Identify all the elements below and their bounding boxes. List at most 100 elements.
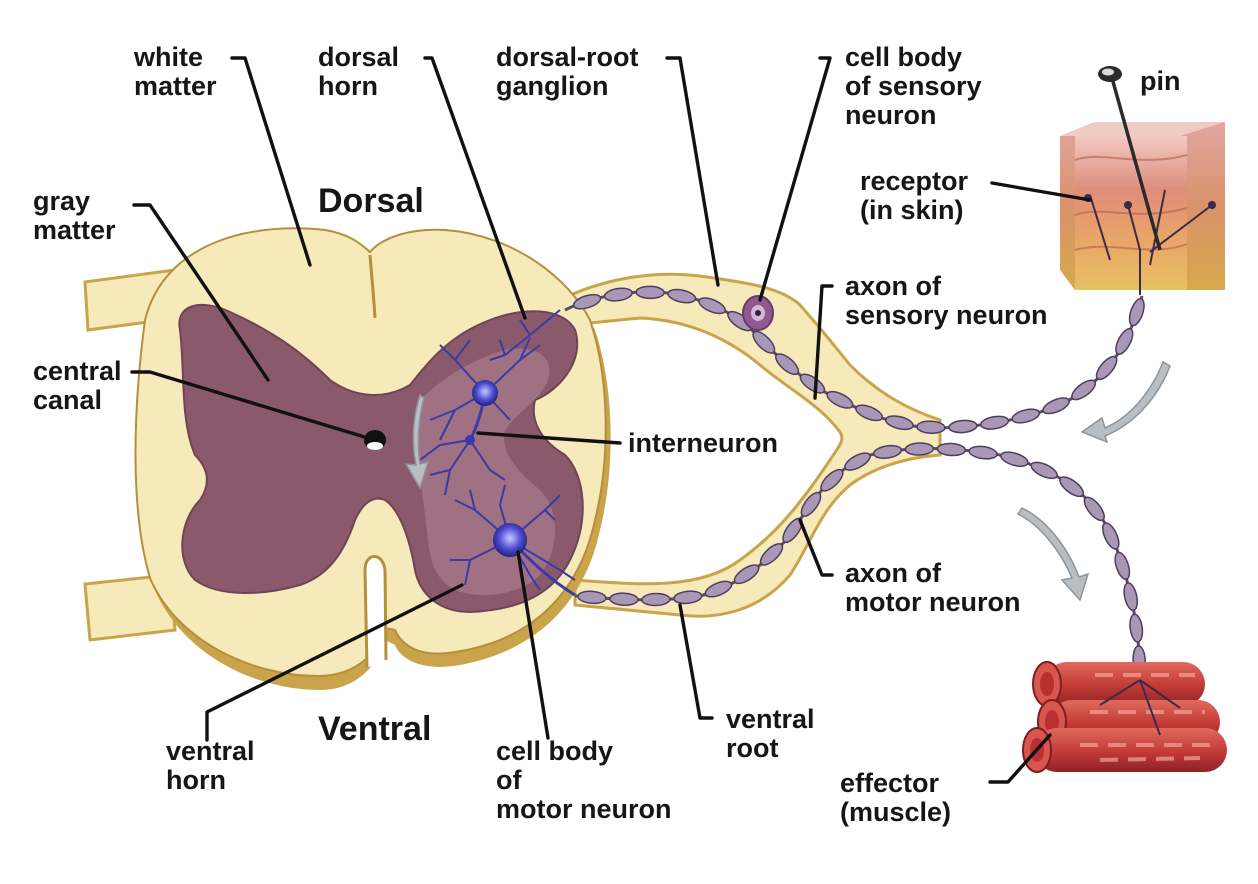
leader-axon-sensory: [813, 284, 834, 400]
arrow-motor-outflow: [1016, 507, 1090, 602]
leader-dorsal-root-ganglion: [665, 56, 720, 287]
receptor-label: receptor(in skin): [860, 166, 969, 225]
central-canal-rim: [367, 442, 383, 450]
motor-axon-myelin-segment: [673, 590, 703, 605]
sensory-axon-myelin-segment: [948, 419, 978, 434]
arrow-sensory-inflow: [1080, 360, 1171, 444]
sensory-axon-myelin-segment: [752, 330, 776, 354]
pin-label: pin: [1140, 66, 1181, 96]
sensory-axon-myelin-segment: [1042, 397, 1070, 415]
sensory-axon-myelin-segment: [698, 297, 726, 315]
sensory-axon-myelin-segment: [1115, 328, 1134, 355]
sensory-axon-myelin-segment: [667, 288, 697, 304]
effector-muscle: [1022, 661, 1227, 773]
leader-effector: [988, 733, 1052, 784]
spinal-cord: [83, 227, 611, 690]
dorsal-label: Dorsal: [318, 182, 424, 220]
leader-ventral-root: [678, 603, 714, 720]
sensory-axon-myelin-segment: [1011, 408, 1041, 424]
spinal-nerve: [558, 272, 942, 618]
leader-white-matter: [230, 56, 312, 267]
motor-axon-myelin-segment: [1000, 451, 1029, 467]
left-ventral-rootlet: [83, 573, 177, 642]
leader-cell-body-motor: [516, 550, 550, 740]
root-gap: [595, 339, 825, 581]
leader-gray-matter: [132, 203, 270, 382]
muscle-fiber-top: [1032, 661, 1205, 707]
sensory-axon-myelin-segment: [775, 353, 800, 376]
motor-axon-myelin-segment: [844, 452, 871, 471]
motor-axon-myelin-segment: [1059, 476, 1085, 498]
leader-lines: [130, 56, 1092, 784]
axon-sensory-neuron: [564, 285, 1145, 434]
motor-axon-myelin-segment: [968, 445, 998, 460]
sensory-axon-myelin-segment: [1128, 298, 1145, 327]
sensory-cell-body: [742, 295, 774, 331]
motor-axon-myelin-segment: [577, 590, 607, 605]
motor-axon-myelin-segment: [1102, 522, 1120, 550]
sensory-axon-myelin-segment: [855, 404, 884, 422]
motor-axon-myelin-segment: [800, 491, 822, 517]
leader-cell-body-sensory: [758, 56, 832, 302]
pin: [1098, 66, 1162, 251]
motor-axon-myelin-segment: [1114, 551, 1131, 581]
motor-neuron: [450, 484, 576, 597]
leader-central-canal: [130, 370, 370, 440]
motor-axon-myelin-segment: [936, 442, 967, 457]
arrow-down-in-cord: [404, 393, 430, 490]
motor-axon-myelin-segment: [1123, 582, 1139, 612]
ventral-fissure: [363, 555, 388, 669]
motor-axon-myelin-segment: [1129, 613, 1144, 643]
sensory-axon-myelin-segment: [980, 415, 1010, 430]
motor-axon-myelin-segment: [609, 592, 639, 606]
motor-axon-myelin-segment: [733, 564, 760, 585]
sensory-axon-myelin-segment: [603, 287, 633, 302]
ventral-label: Ventral: [318, 710, 431, 748]
muscle-fiber-bottom: [1022, 727, 1227, 773]
sensory-axon-myelin-segment: [1095, 355, 1118, 381]
sensory-axon-myelin-segment: [635, 285, 665, 300]
motor-axon-myelin-segment: [820, 468, 844, 492]
motor-axon-myelin-segment: [872, 444, 903, 459]
interneuron-label: interneuron: [628, 428, 778, 458]
motor-neuron-cell-body: [493, 523, 527, 557]
motor-axon-myelin-segment: [1030, 461, 1058, 480]
sensory-axon-myelin-segment: [1071, 379, 1097, 401]
interneuron: [419, 337, 541, 496]
leader-ventral-horn: [205, 583, 464, 742]
motor-axon-myelin-segment: [704, 580, 733, 598]
dorsal-sulcus: [368, 254, 377, 319]
dorsal-root: [558, 272, 942, 618]
sensory-axon-myelin-segment: [884, 415, 914, 431]
sensory-terminals: [489, 309, 561, 361]
axon-motor-neuron: [574, 442, 1146, 681]
motor-axon-myelin-segment: [641, 592, 671, 607]
leader-axon-motor: [798, 518, 834, 577]
sensory-axon-myelin-segment: [826, 390, 854, 409]
leader-interneuron: [476, 431, 622, 445]
motor-axon-myelin-segment: [1083, 496, 1105, 522]
leader-receptor: [990, 181, 1092, 202]
interneuron-cell-body: [472, 380, 498, 406]
motor-axon-myelin-segment: [904, 442, 935, 456]
leader-dorsal-horn: [423, 56, 527, 320]
flow-arrows: [404, 360, 1171, 602]
motor-axon-myelin-segment: [759, 543, 784, 566]
effector-label: effector(muscle): [840, 768, 951, 827]
skin-block: [1060, 122, 1225, 295]
sensory-axon-myelin-segment: [572, 293, 602, 310]
sensory-axon-myelin-segment: [916, 420, 946, 434]
